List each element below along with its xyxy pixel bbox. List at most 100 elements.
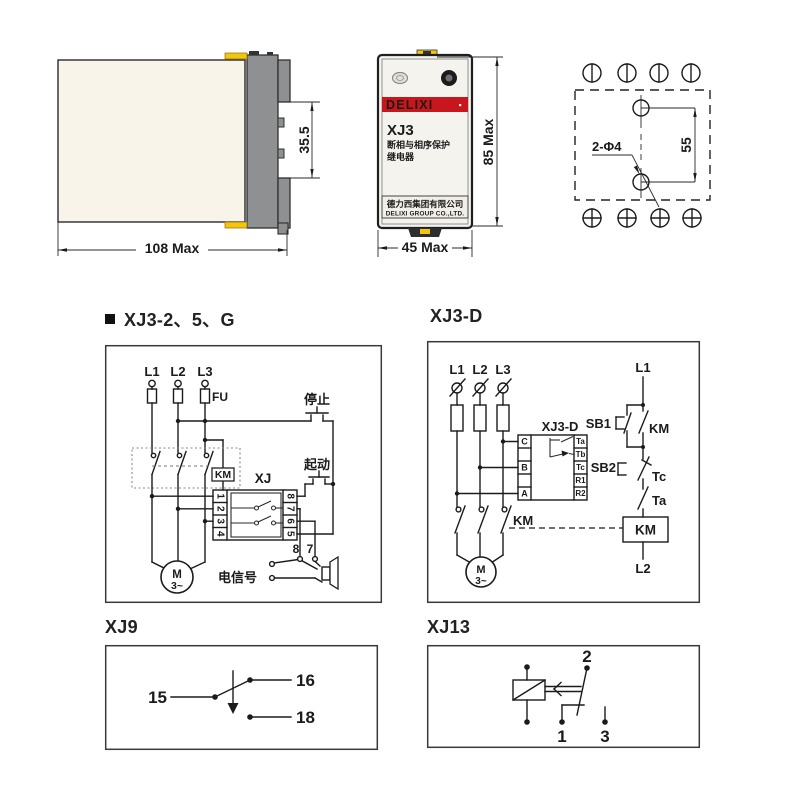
motor-label: M: [476, 564, 485, 576]
ta-label: Ta: [652, 493, 667, 508]
terminal-16-label: 16: [296, 671, 315, 690]
terminal-b: B: [521, 463, 528, 473]
start-button: 起动: [296, 457, 334, 497]
terminal-tc: Tc: [576, 463, 585, 472]
signal-label: 电信号: [218, 570, 257, 585]
section-title-xj3-25g: XJ3-2、5、G: [105, 306, 235, 332]
terminal-3-label: 3: [600, 727, 609, 746]
signal-circuit: 8 7 电信号: [218, 542, 339, 591]
signal-terminal-7: 7: [307, 542, 314, 556]
motor-phase-label: 3~: [475, 576, 487, 587]
phase-l1-label: L1: [144, 364, 159, 379]
stop-label: 停止: [304, 392, 330, 407]
hole-spacing-label: 55: [678, 137, 694, 153]
wiring-diagram-xj3-25g: L1 L2 L3 FU 停止: [104, 344, 383, 604]
relay-input-wires: [149, 494, 214, 524]
ctrl-l1-label: L1: [635, 360, 650, 375]
sb2-label: SB2: [591, 460, 616, 475]
section-label: XJ13: [427, 617, 471, 637]
dim-width-label: 108 Max: [145, 240, 200, 256]
contact-diagram-xj9: 15 16 18: [104, 644, 379, 751]
din-clip-top: [224, 52, 248, 60]
terminal-r1: R1: [575, 476, 586, 485]
ctrl-l2-label: L2: [635, 561, 650, 576]
terminal-4: 4: [215, 531, 226, 537]
signal-output-wires: [296, 508, 316, 558]
terminal-tb: Tb: [576, 450, 586, 459]
terminal-18-label: 18: [296, 708, 315, 727]
company-en-label: DELIXI GROUP CO.,LTD.: [386, 211, 465, 218]
clip-bottom: [420, 229, 430, 234]
xj-relay-box: 1 2 3 4 8 7 6 5: [212, 489, 298, 541]
terminal-1-label: 1: [557, 727, 566, 746]
phase-l3-label: L3: [197, 364, 212, 379]
section-title-xj9: XJ9: [105, 617, 138, 638]
contactor-block: KM: [131, 447, 241, 489]
section-title-xj13: XJ13: [427, 617, 470, 638]
case-outline-dashed: [574, 89, 711, 201]
company-cn-label: 德力西集团有限公司: [387, 199, 464, 209]
top-tab: [267, 52, 273, 55]
terminal-c: C: [521, 437, 528, 447]
side-view-drawing: 35.5 108 Max: [57, 51, 320, 257]
start-label: 起动: [303, 457, 330, 472]
sb1-label: SB1: [586, 416, 611, 431]
wiring-diagram-xj3d: L1 L2 L3 XJ3-D C B A Ta Tb: [426, 340, 701, 604]
dim-notch-label: 35.5: [296, 126, 312, 153]
din-clip-bottom: [224, 221, 248, 229]
km-coil-label: KM: [635, 523, 656, 538]
desc-line1: 断相与相序保护: [387, 139, 450, 150]
section-label: XJ9: [105, 617, 138, 637]
terminal-8: 8: [285, 493, 296, 499]
brand-banner: [382, 97, 468, 112]
motor: M 3~: [151, 473, 206, 594]
km-contacts-label: KM: [513, 513, 533, 528]
brand-dot: [459, 104, 462, 107]
motor-phase-label: 3~: [171, 580, 183, 592]
terminal-row-bottom: [582, 208, 702, 228]
mounting-pattern-drawing: 55 2-Φ4: [574, 63, 711, 228]
terminal-7: 7: [285, 506, 296, 512]
dimension-85: 85 Max: [437, 56, 503, 227]
front-view-drawing: DELIXI XJ3 断相与相序保护 继电器 德力西集团有限公司 DELIXI …: [376, 49, 503, 257]
terminal-1: 1: [215, 493, 226, 499]
relay-body-side: [57, 51, 291, 235]
top-tab: [249, 51, 259, 55]
signal-terminal-8: 8: [293, 542, 300, 556]
km-main-contacts: KM: [454, 505, 623, 534]
xj-relay-label: XJ: [255, 471, 272, 486]
dimension-35-5: 35.5: [286, 101, 320, 179]
xj3d-relay-box: C B A Ta Tb Tc R1 R2: [517, 434, 588, 501]
phase-l2-label: L2: [472, 362, 487, 377]
contact-diagram-xj13: 2 1 3: [426, 644, 701, 749]
km-coil-feed: [202, 437, 224, 491]
relay-body-front: DELIXI XJ3 断相与相序保护 继电器 德力西集团有限公司 DELIXI …: [376, 49, 474, 237]
square-bullet-icon: [105, 314, 115, 324]
phase-l3-label: L3: [495, 362, 510, 377]
terminal-5: 5: [285, 531, 296, 537]
switch-contacts: 2 1 3: [557, 647, 609, 746]
desc-line2: 继电器: [387, 151, 415, 162]
device-label: XJ3-D: [542, 419, 579, 434]
dimension-55: 55: [678, 108, 697, 182]
changeover-contact: 15 16 18: [148, 670, 315, 727]
terminal-2: 2: [215, 506, 226, 512]
dimension-45: 45 Max: [377, 230, 473, 257]
terminal-2-label: 2: [582, 647, 591, 666]
km-label: KM: [215, 469, 232, 481]
phase-input: L1 L2 L3: [449, 362, 512, 508]
terminal-6: 6: [285, 518, 296, 524]
terminal-15-label: 15: [148, 688, 167, 707]
phase-input: L1 L2 L3 FU: [144, 364, 228, 454]
terminal-a: A: [521, 489, 528, 499]
terminal-ta: Ta: [576, 437, 585, 446]
relay-coil: [512, 664, 546, 725]
terminal-r2: R2: [575, 489, 586, 498]
brand-label: DELIXI: [386, 98, 433, 112]
phase-l2-label: L2: [170, 364, 185, 379]
tc-label: Tc: [652, 469, 666, 484]
motor: M 3~: [456, 532, 504, 588]
hole-callout: 2-Φ4: [592, 139, 660, 208]
section-label: XJ3-2、5、G: [124, 310, 235, 330]
